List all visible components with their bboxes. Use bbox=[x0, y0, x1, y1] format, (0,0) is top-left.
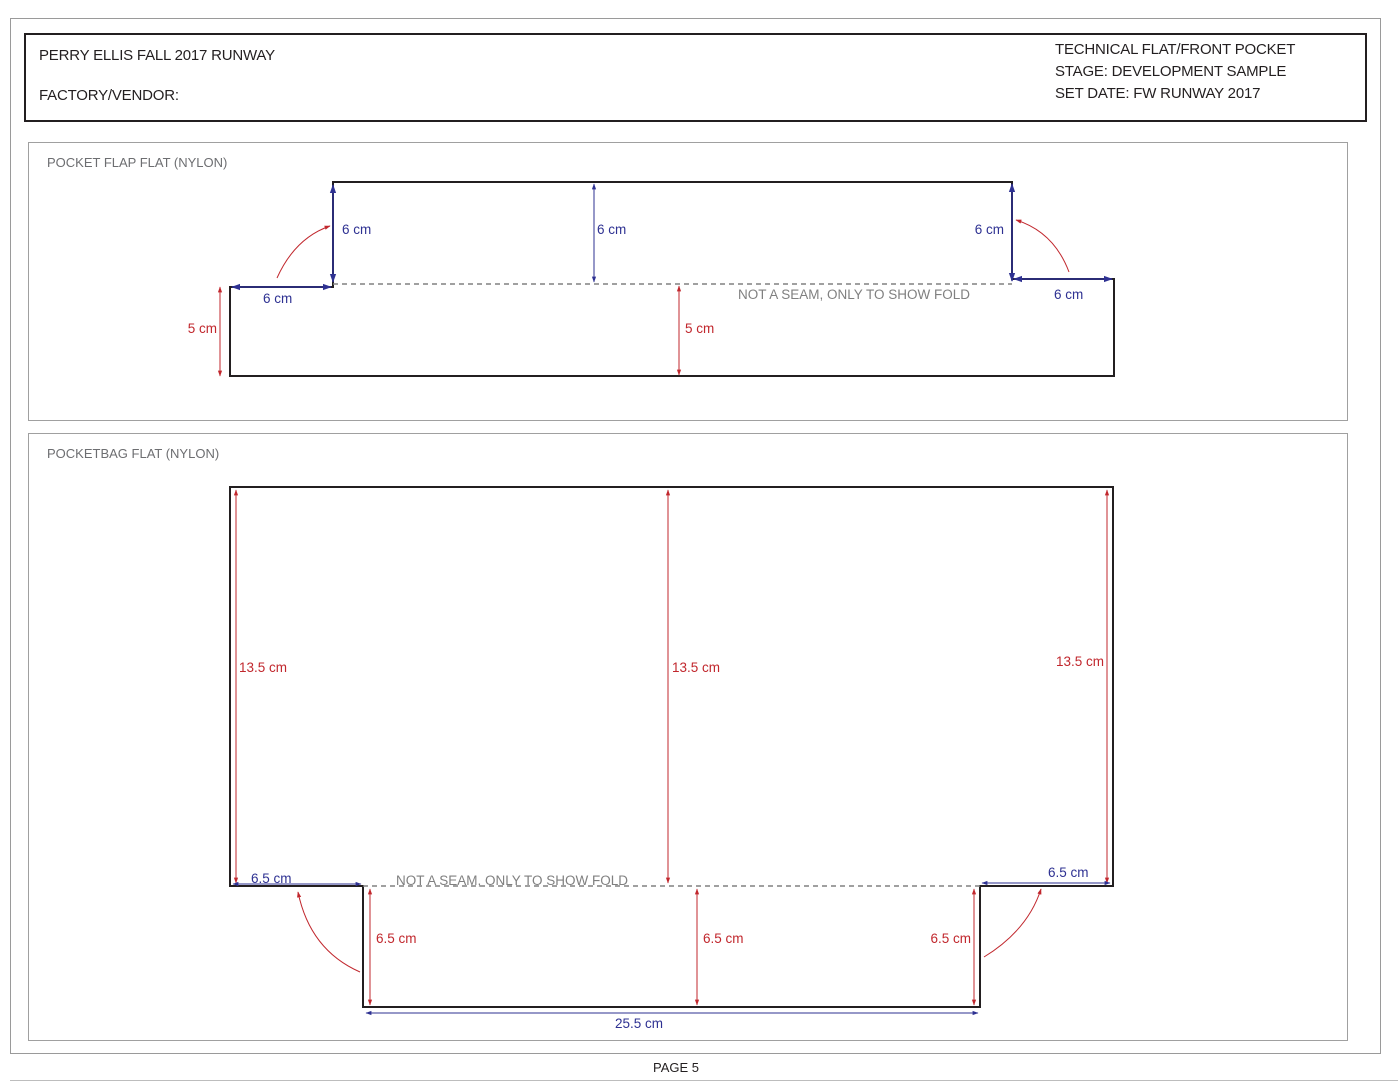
footer-divider bbox=[10, 1080, 1398, 1081]
title-block: PERRY ELLIS FALL 2017 RUNWAY FACTORY/VEN… bbox=[24, 33, 1367, 122]
doc-type-label: TECHNICAL FLAT/FRONT POCKET bbox=[1055, 41, 1296, 58]
page-number: PAGE 5 bbox=[652, 1060, 699, 1075]
pocketbag-drawing: 13.5 cm 13.5 cm 13.5 cm 6.5 cm 6.5 cm 6.… bbox=[229, 486, 1114, 1031]
bag-label-left-tab-width: 6.5 cm bbox=[251, 871, 292, 886]
flap-label-left-width: 6 cm bbox=[263, 291, 292, 306]
factory-vendor-label: FACTORY/VENDOR: bbox=[39, 87, 179, 104]
flap-label-right-width: 6 cm bbox=[1054, 287, 1083, 302]
bag-fold-arrow-left bbox=[297, 891, 361, 973]
flap-fold-arrow-right bbox=[1015, 219, 1070, 273]
flap-fold-arrow-left bbox=[276, 225, 331, 279]
flap-label-bottom-center-height: 5 cm bbox=[685, 321, 714, 336]
bag-outline bbox=[229, 486, 1114, 1008]
pocketbag-title: POCKETBAG FLAT (NYLON) bbox=[47, 446, 220, 461]
collection-label: PERRY ELLIS FALL 2017 RUNWAY bbox=[39, 47, 275, 64]
bag-label-lower-right-height: 6.5 cm bbox=[930, 931, 971, 946]
pocket-flap-title: POCKET FLAP FLAT (NYLON) bbox=[47, 155, 228, 170]
bag-label-lower-center-height: 6.5 cm bbox=[703, 931, 744, 946]
flap-label-right-height: 6 cm bbox=[975, 222, 1004, 237]
flap-label-center-height: 6 cm bbox=[597, 222, 626, 237]
bag-fold-arrow-right bbox=[983, 888, 1042, 958]
bag-label-bottom-width: 25.5 cm bbox=[615, 1016, 663, 1031]
stage-label: STAGE: DEVELOPMENT SAMPLE bbox=[1055, 63, 1287, 80]
sheet-border bbox=[10, 18, 1381, 1054]
bag-label-right-height: 13.5 cm bbox=[1056, 654, 1104, 669]
bag-label-lower-left-height: 6.5 cm bbox=[376, 931, 417, 946]
flap-fold-note: NOT A SEAM, ONLY TO SHOW FOLD bbox=[738, 287, 970, 302]
bag-label-right-tab-width: 6.5 cm bbox=[1048, 865, 1089, 880]
pocketbag-panel: POCKETBAG FLAT (NYLON) bbox=[28, 433, 1348, 1041]
set-date-label: SET DATE: FW RUNWAY 2017 bbox=[1055, 85, 1261, 102]
bag-label-center-height: 13.5 cm bbox=[672, 660, 720, 675]
flap-outline bbox=[229, 181, 1115, 377]
bag-fold-note: NOT A SEAM, ONLY TO SHOW FOLD bbox=[396, 873, 628, 888]
pocket-flap-drawing: 6 cm 6 cm 6 cm 6 cm 6 cm 5 cm 5 cm NOT A… bbox=[188, 181, 1115, 377]
flap-label-bottom-left-height: 5 cm bbox=[188, 321, 217, 336]
bag-label-left-height: 13.5 cm bbox=[239, 660, 287, 675]
pocket-flap-panel: POCKET FLAP FLAT (NYLON) bbox=[28, 142, 1348, 421]
flap-label-left-height: 6 cm bbox=[342, 222, 371, 237]
